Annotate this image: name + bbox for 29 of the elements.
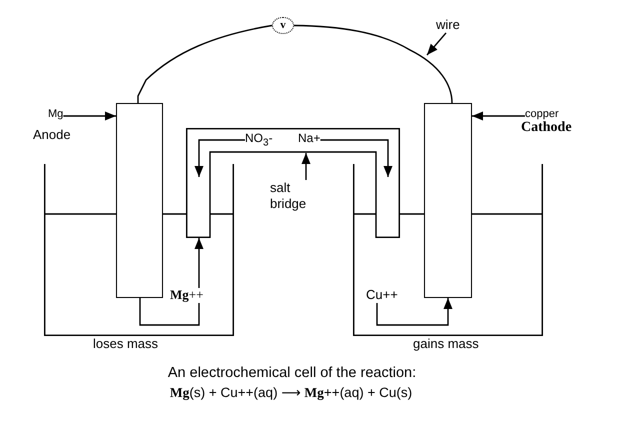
wire-label: wire <box>436 18 460 33</box>
mass-note: gains mass <box>413 337 479 352</box>
electrode-label: Anode <box>33 128 71 143</box>
ion-label: NO$_{3}$- <box>245 132 273 149</box>
equation-text: Mg(s) + Cu++(aq) ⟶ Mg++(aq) + Cu(s) <box>170 385 412 401</box>
leader-arrow <box>302 153 310 180</box>
caption: An electrochemical cell of the reaction: <box>168 365 416 382</box>
ion-flow-arrow <box>194 139 245 177</box>
wire <box>137 24 272 103</box>
mass-note: loses mass <box>93 337 158 352</box>
ion-flow-arrow <box>194 238 204 288</box>
ion-label: Na+ <box>298 132 320 146</box>
electrode-label: Cathode <box>521 120 572 136</box>
cathode-electrode <box>424 103 472 298</box>
salt-bridge-label: salt bridge <box>270 180 316 212</box>
ion-flow-arrow <box>376 298 452 326</box>
voltmeter-symbol: v <box>272 17 294 34</box>
wire <box>294 24 453 104</box>
anode-electrode <box>116 103 163 298</box>
ion-path-line <box>139 298 200 326</box>
leader-arrow <box>426 32 447 56</box>
metal-label: Mg <box>48 108 64 121</box>
leader-arrow <box>63 112 116 120</box>
ion-flow-arrow <box>320 139 392 177</box>
ion-label: Cu++ <box>366 288 398 303</box>
salt-bridge-tube <box>186 128 400 238</box>
leader-arrow <box>472 112 525 120</box>
metal-label: copper <box>525 108 559 121</box>
ion-label: Mg++ <box>170 288 204 303</box>
